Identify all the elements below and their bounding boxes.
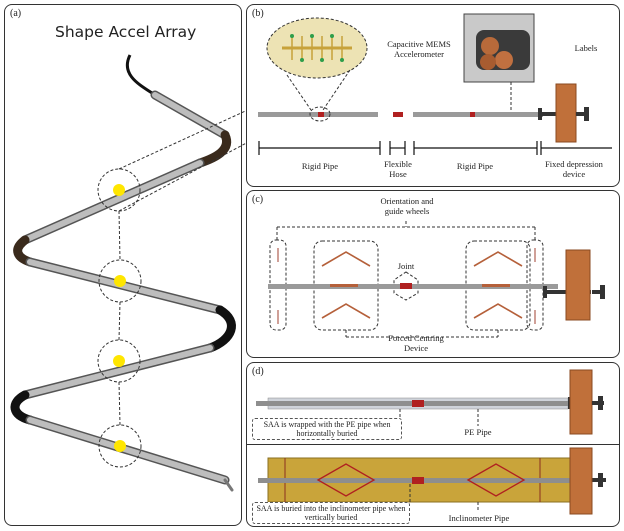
fixed-depression-device	[538, 83, 589, 143]
sensor-dot-3	[113, 355, 125, 367]
mems-chip-icon	[282, 36, 352, 60]
sensor-markers	[97, 107, 253, 468]
sensor-dot-2	[114, 275, 126, 287]
rigid-pipe-1-label: Rigid Pipe	[301, 161, 339, 171]
pe-pipe-label: PE Pipe	[464, 427, 492, 437]
panel-a-title: Shape Accel Array	[55, 23, 197, 41]
panel-c-tag: (c)	[252, 194, 264, 205]
cable	[126, 54, 156, 97]
panel-d-tag: (d)	[252, 366, 264, 377]
joint-label: Joint	[397, 261, 415, 271]
sensor-dot-1	[113, 184, 125, 196]
rigid-pipe-2-label: Rigid Pipe	[456, 161, 494, 171]
fixed-device-label: Fixed depression device	[545, 159, 603, 179]
joint-marker	[400, 283, 412, 289]
horizontal-note: SAA is wrapped with the PE pipe when hor…	[252, 418, 402, 441]
orientation-label: Orientation and guide wheels	[380, 196, 434, 216]
panel-a-tag: (a)	[10, 8, 22, 19]
panel-c-fixed-device	[543, 249, 605, 321]
centring-chevrons	[321, 251, 523, 319]
vertical-note: SAA is buried into the inclinometer pipe…	[252, 502, 410, 525]
rigid-pipe-2	[413, 112, 543, 117]
centring-label: Forced Centring Device	[388, 333, 444, 353]
panel-d-device-2	[569, 447, 606, 515]
sensor-array	[10, 90, 236, 492]
labels-label: Labels	[574, 43, 598, 53]
sensor-dot-4	[114, 440, 126, 452]
mems-label: Capacitive MEMS Accelerometer	[387, 39, 451, 59]
panel-b-tag: (b)	[252, 8, 264, 19]
panel-c: (c)	[246, 190, 620, 358]
flexible-hose	[393, 112, 403, 117]
panel-d-device-1	[568, 369, 604, 435]
panel-d-divider	[246, 444, 620, 445]
panel-c-pipe	[268, 284, 558, 289]
flexible-hose-label: Flexible Hose	[384, 159, 412, 179]
cable-photo	[463, 13, 535, 83]
inclinometer-pipe-label: Inclinometer Pipe	[448, 513, 510, 523]
